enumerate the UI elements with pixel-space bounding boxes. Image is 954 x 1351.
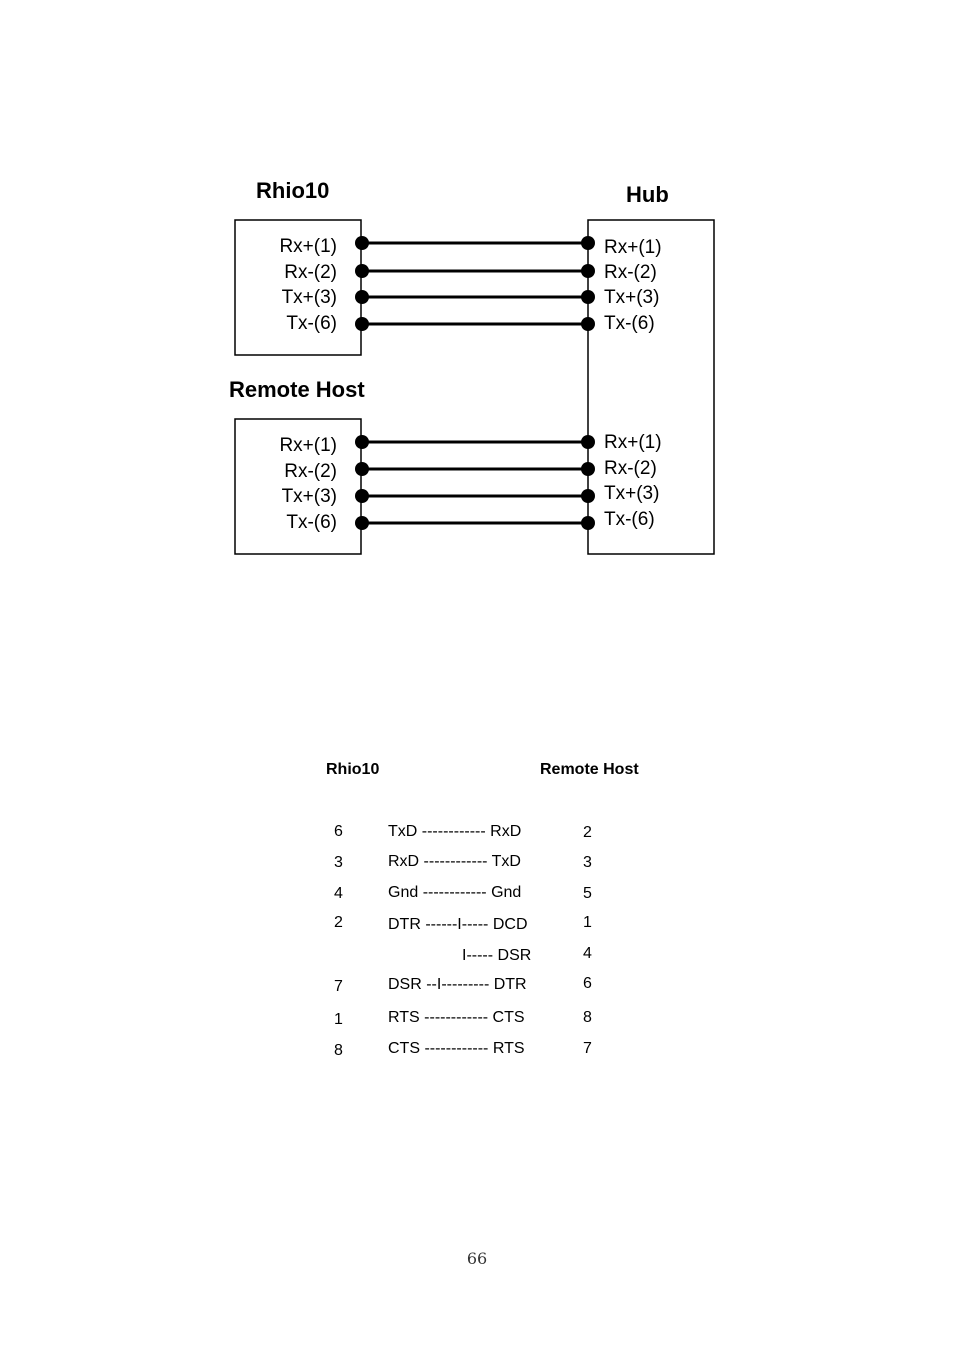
node-dot	[581, 317, 595, 331]
node-dot	[581, 236, 595, 250]
node-dot	[355, 516, 369, 530]
left-pin-number: 3	[334, 854, 343, 871]
node-dot	[355, 236, 369, 250]
node-dot	[581, 435, 595, 449]
right-pin-number: 2	[583, 824, 592, 841]
node-dot	[581, 462, 595, 476]
left-pin-number: 4	[334, 885, 343, 902]
signal-connection: Gnd ------------ Gnd	[388, 884, 522, 901]
hub-pin-label: Rx+(1)	[604, 237, 662, 258]
remote-pin-label: Rx+(1)	[279, 435, 337, 456]
rhio10-box	[234, 219, 362, 356]
remote-host-box	[234, 418, 362, 555]
signal-connection: RTS ------------ CTS	[388, 1009, 525, 1026]
remote-pin-label: Rx-(2)	[284, 461, 337, 482]
left-pin-number: 7	[334, 978, 343, 995]
node-dot	[581, 516, 595, 530]
page-number: 66	[466, 1249, 488, 1268]
right-pin-number: 1	[583, 914, 592, 931]
hub-pin-label: Tx-(6)	[604, 509, 655, 530]
right-pin-number: 8	[583, 1009, 592, 1026]
right-pin-number: 7	[583, 1040, 592, 1057]
right-pin-number: 4	[583, 945, 592, 962]
table-header-remote-host: Remote Host	[540, 761, 639, 778]
node-dot	[581, 290, 595, 304]
signal-connection: RxD ------------ TxD	[388, 853, 521, 870]
right-pin-number: 5	[583, 885, 592, 902]
right-pin-number: 3	[583, 854, 592, 871]
remote-pin-label: Tx-(6)	[286, 512, 337, 533]
signal-connection: DTR ------I----- DCD	[388, 916, 528, 933]
node-dot	[581, 264, 595, 278]
left-pin-number: 2	[334, 914, 343, 931]
table-header-rhio10: Rhio10	[326, 761, 380, 778]
node-dot	[355, 462, 369, 476]
rhio-pin-label: Tx+(3)	[281, 287, 337, 308]
hub-box	[587, 219, 715, 555]
signal-connection: CTS ------------ RTS	[388, 1040, 525, 1057]
left-pin-number: 6	[334, 823, 343, 840]
rhio-pin-label: Rx-(2)	[284, 262, 337, 283]
left-pin-number: 1	[334, 1011, 343, 1028]
hub-pin-label: Rx-(2)	[604, 458, 657, 479]
node-dot	[355, 489, 369, 503]
signal-connection: TxD ------------ RxD	[388, 823, 522, 840]
node-dot	[355, 435, 369, 449]
wiring-diagram	[234, 219, 715, 555]
signal-connection: I----- DSR	[462, 947, 532, 964]
signal-connection: DSR --I--------- DTR	[388, 976, 527, 993]
rhio-pin-label: Rx+(1)	[279, 236, 337, 257]
rhio-pin-label: Tx-(6)	[286, 313, 337, 334]
hub-pin-label: Rx+(1)	[604, 432, 662, 453]
node-dot	[355, 317, 369, 331]
hub-title: Hub	[626, 182, 669, 207]
left-pin-number: 8	[334, 1042, 343, 1059]
hub-pin-label: Tx+(3)	[604, 483, 660, 504]
hub-pin-label: Tx+(3)	[604, 287, 660, 308]
hub-pin-label: Tx-(6)	[604, 313, 655, 334]
right-pin-number: 6	[583, 975, 592, 992]
hub-pin-label: Rx-(2)	[604, 262, 657, 283]
node-dot	[355, 290, 369, 304]
rhio10-title: Rhio10	[256, 178, 330, 203]
remote-pin-label: Tx+(3)	[281, 486, 337, 507]
node-dot	[355, 264, 369, 278]
node-dot	[581, 489, 595, 503]
remote-host-title: Remote Host	[229, 377, 365, 402]
